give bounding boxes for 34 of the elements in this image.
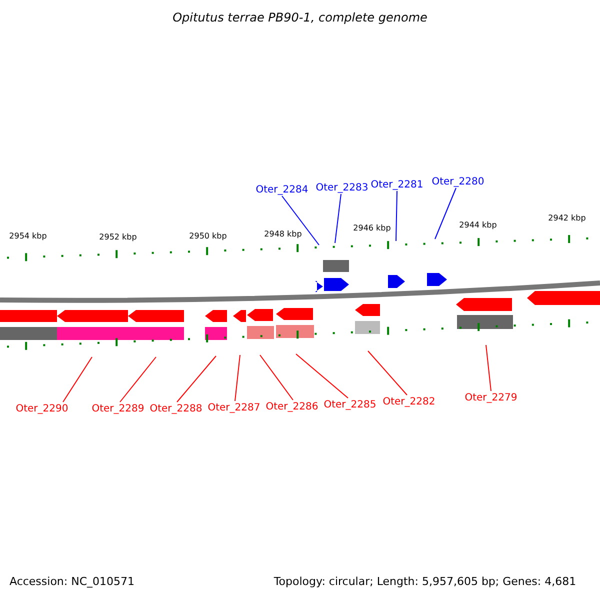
scale-label: 2942 kbp — [548, 214, 586, 224]
scale-label: 2952 kbp — [99, 234, 137, 242]
leader-line — [62, 356, 92, 402]
gene-label: Oter_2284 — [256, 184, 308, 196]
scale-label: 2950 kbp — [189, 232, 227, 242]
scale-label: 2954 kbp — [9, 232, 47, 242]
gene-label: Oter_2285 — [324, 400, 376, 410]
gene-label: Oter_2289 — [92, 404, 144, 414]
leader-line — [486, 344, 492, 392]
scale-label: 2946 kbp — [353, 224, 391, 234]
leader-line — [176, 356, 216, 402]
leader-line — [396, 190, 398, 242]
leader-line — [434, 188, 456, 240]
leader-line — [296, 354, 348, 398]
leader-line — [334, 194, 342, 244]
genome-summary-text: Topology: circular; Length: 5,957,605 bp; Genes: 4,681 — [274, 576, 576, 588]
scale-label: 2948 kbp — [264, 230, 302, 240]
gene-label: Oter_2290 — [16, 404, 68, 414]
gene-label: Oter_2283 — [316, 182, 368, 194]
gene-label: Oter_2288 — [150, 404, 202, 414]
gene-label: Oter_2282 — [382, 396, 436, 408]
leader-line — [282, 196, 320, 246]
title: Opitutus terrae PB90-1, complete genome — [172, 11, 428, 25]
gene-label: Oter_2279 — [464, 392, 518, 404]
leader-line — [368, 350, 408, 396]
gene-label: Oter_2280 — [432, 176, 484, 188]
gene-label: Oter_2286 — [266, 402, 318, 412]
leader-line — [234, 354, 240, 402]
leader-line — [260, 354, 294, 400]
gene-label: Oter_2281 — [370, 180, 424, 190]
accession-text: Accession: NC_010571 — [9, 576, 135, 588]
gene-label: Oter_2287 — [208, 402, 260, 414]
leader-line — [120, 356, 156, 402]
scale-label: 2944 kbp — [459, 222, 497, 230]
